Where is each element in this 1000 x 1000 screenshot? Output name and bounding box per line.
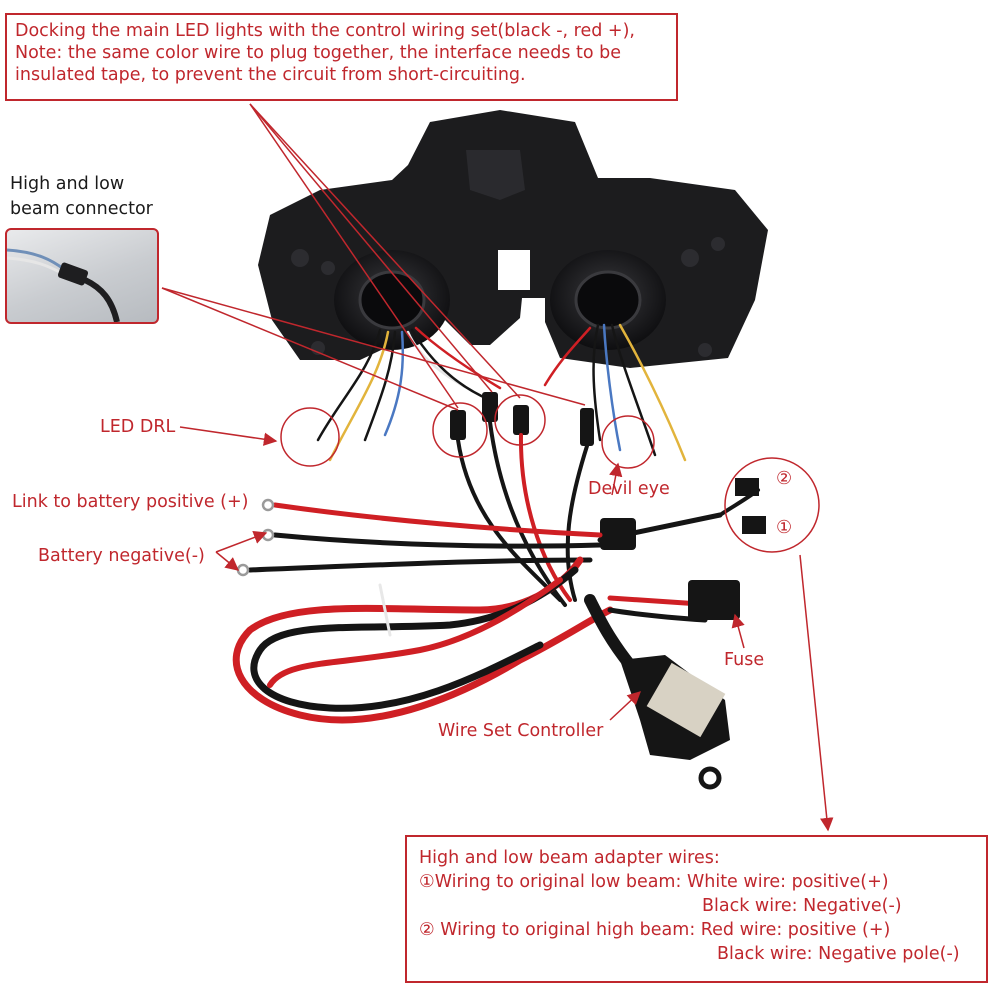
connector-circle-right: [494, 394, 546, 446]
wire-set-controller: [620, 655, 730, 790]
connector-circle-left: [432, 402, 488, 458]
adapter-note-line-1: High and low beam adapter wires:: [419, 848, 720, 868]
battery-positive-label: Link to battery positive (+): [12, 492, 249, 512]
docking-note-line-3: insulated tape, to prevent the circuit f…: [15, 65, 526, 85]
led-drl-label: LED DRL: [100, 417, 176, 437]
docking-note-box: Docking the main LED lights with the con…: [5, 13, 678, 101]
connector-photo-inset: [5, 228, 159, 324]
docking-note-line-1: Docking the main LED lights with the con…: [15, 21, 635, 41]
highlight-circles: [280, 394, 820, 553]
connector-1-marker: ①: [776, 517, 792, 538]
adapter-note-line-4: ② Wiring to original high beam: Red wire…: [419, 920, 891, 940]
docking-note-line-2: Note: the same color wire to plug togeth…: [15, 43, 622, 63]
small-connectors: [450, 392, 594, 446]
devil-eye-label: Devil eye: [588, 479, 670, 499]
adapter-note-line-3: Black wire: Negative(-): [702, 896, 902, 916]
fuse-holder: [688, 580, 740, 620]
headlight-wires: [316, 323, 687, 462]
battery-negative-label: Battery negative(-): [38, 546, 205, 566]
fuse-label: Fuse: [724, 650, 765, 670]
headlight-assembly: [258, 110, 768, 368]
adapter-circle: [724, 457, 820, 553]
led-drl-circle: [280, 407, 340, 467]
pointer-lines: [161, 103, 834, 832]
adapter-wires-note-box: High and low beam adapter wires: ①Wiring…: [405, 835, 988, 983]
high-low-beam-connector-label: High and low beam connector: [10, 172, 153, 222]
high-low-beam-connector-label-line-2: beam connector: [10, 199, 153, 219]
adapter-note-line-5: Black wire: Negative pole(-): [717, 944, 960, 964]
devil-eye-circle: [601, 415, 655, 469]
connector-2-marker: ②: [776, 468, 792, 489]
high-low-beam-connector-label-line-1: High and low: [10, 174, 125, 194]
wire-set-controller-label: Wire Set Controller: [438, 721, 604, 741]
wiring-harness: [232, 420, 766, 724]
adapter-note-line-2: ①Wiring to original low beam: White wire…: [419, 872, 889, 892]
